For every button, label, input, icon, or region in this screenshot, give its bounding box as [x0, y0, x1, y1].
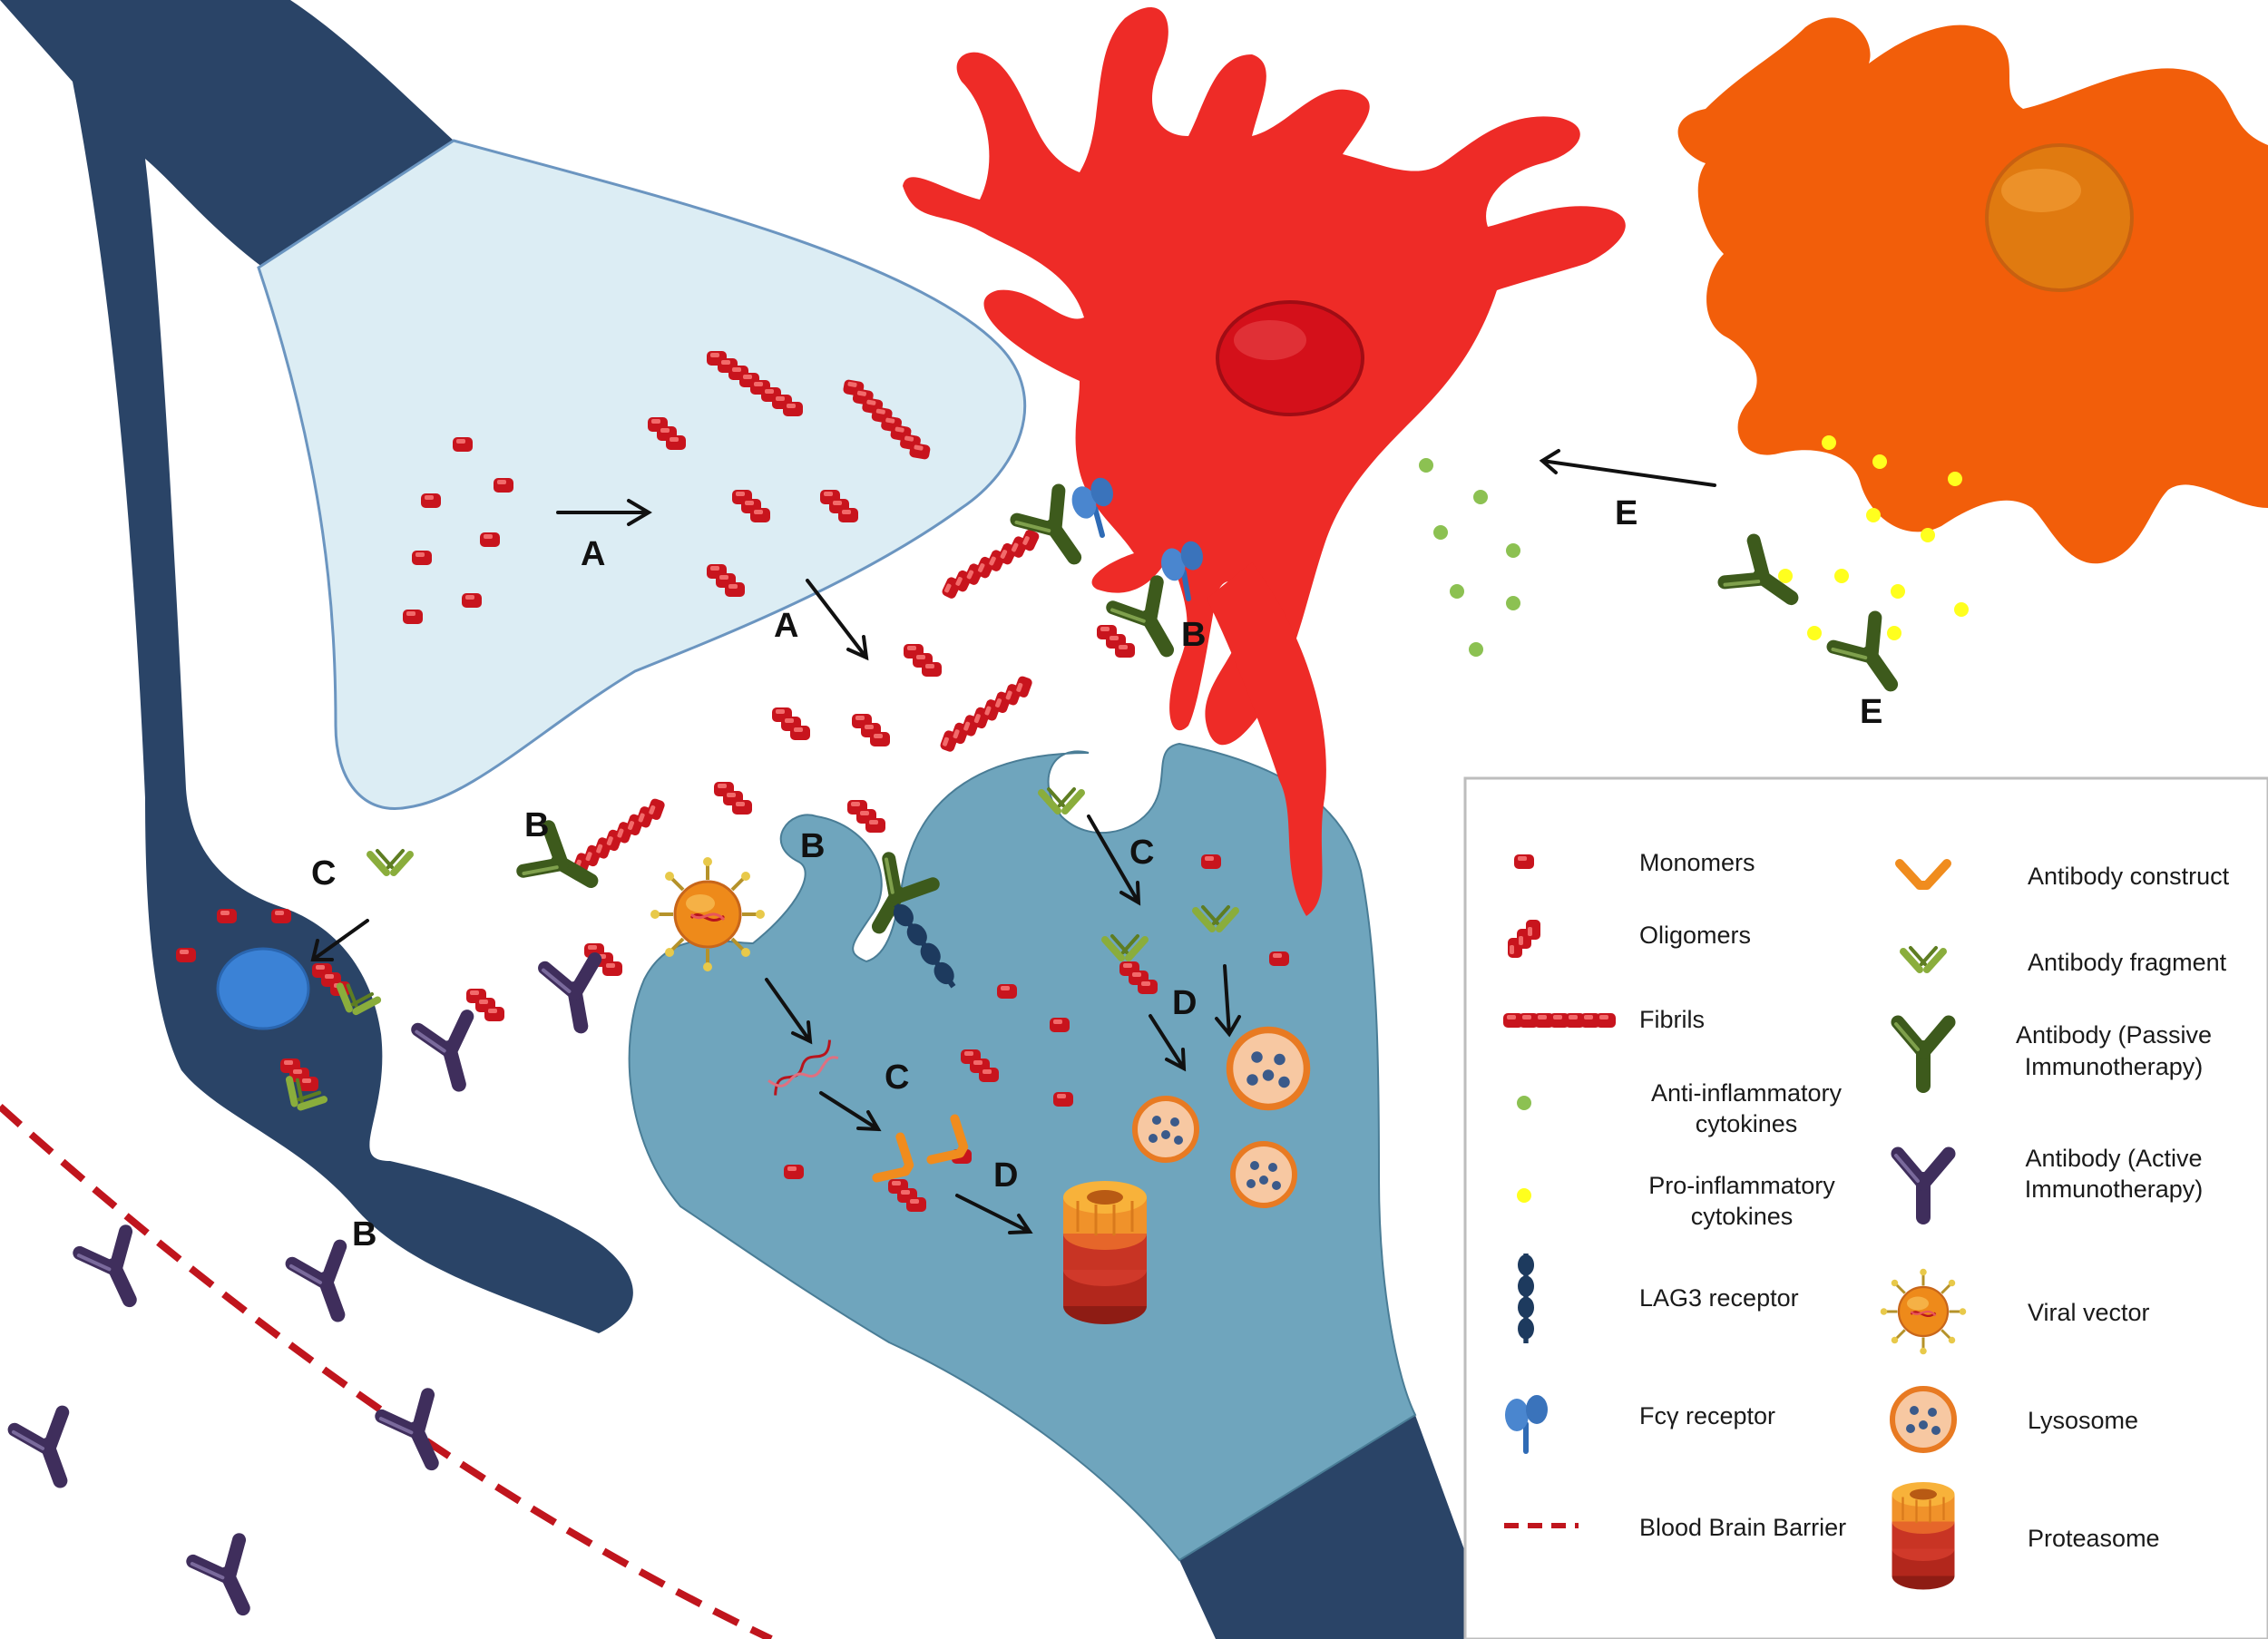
legend-fcy: Fcγ receptor [1639, 1402, 1775, 1429]
legend-lysosome: Lysosome [2028, 1407, 2138, 1434]
fibril [939, 658, 1033, 770]
monomer [462, 593, 482, 608]
legend-fragment: Antibody fragment [2028, 949, 2227, 976]
lysosome [1233, 1144, 1295, 1205]
legend-anti-inflammatory-swatch [1517, 1096, 1531, 1110]
monomer [271, 909, 291, 923]
anti-inflammatory-cytokines [1419, 458, 1520, 657]
legend-fibril-swatch [1503, 1013, 1616, 1028]
monomer [1050, 1018, 1070, 1032]
legend-pro-inflammatory-l1: Pro-inflammatory [1648, 1172, 1835, 1199]
monomer [453, 437, 473, 452]
legend-monomers: Monomers [1639, 849, 1755, 876]
pro-inflammatory-cytokines [1778, 435, 1969, 640]
legend-oligomers: Oligomers [1639, 922, 1751, 949]
nucleus-highlight [1234, 320, 1306, 360]
monomer [217, 909, 237, 923]
blood-brain-barrier [0, 1104, 773, 1639]
active-antibody [290, 1246, 361, 1324]
presynaptic-terminal [257, 139, 1027, 810]
monomer [480, 532, 500, 547]
proteasome [1061, 1179, 1149, 1326]
legend-anti-inflammatory-l1: Anti-inflammatory [1651, 1079, 1843, 1107]
active-antibody [13, 1412, 83, 1490]
legend-proteasome: Proteasome [2028, 1525, 2160, 1552]
presynaptic-axon [0, 0, 633, 1333]
oligomer [904, 644, 942, 677]
active-antibody [191, 1540, 266, 1620]
legend: Monomers Oligomers Fibrils Anti-inflamma… [1463, 776, 2268, 1639]
process-label: B [524, 806, 549, 844]
oligomer [1097, 625, 1135, 658]
legend-passive-l1: Antibody (Passive [2016, 1021, 2212, 1049]
process-label: C [1129, 834, 1154, 872]
oligomer [847, 800, 885, 833]
process-label: E [1615, 494, 1637, 532]
monomer [403, 610, 423, 624]
legend-proteasome-swatch [1891, 1480, 1956, 1591]
process-label: B [800, 827, 825, 865]
viral-vector [649, 855, 767, 973]
process-label: E [1860, 693, 1882, 731]
legend-viral-swatch [1879, 1267, 1968, 1356]
postsynaptic-spine [628, 742, 1417, 1562]
legend-fibrils: Fibrils [1639, 1006, 1705, 1033]
oligomer [714, 782, 752, 815]
process-label: C [885, 1059, 909, 1097]
legend-viral: Viral vector [2028, 1299, 2150, 1326]
process-label: B [1181, 616, 1206, 654]
legend-passive-l2: Immunotherapy) [2025, 1053, 2204, 1080]
legend-box [1463, 776, 2268, 1639]
microglia [1677, 17, 2268, 564]
legend-active-l2: Immunotherapy) [2025, 1176, 2204, 1203]
monomer [784, 1165, 804, 1179]
postsynaptic-dendrite [1179, 1415, 1497, 1639]
oligomer [852, 714, 890, 746]
monomer [1201, 854, 1221, 869]
legend-lysosome-swatch [1892, 1389, 1954, 1450]
legend-pro-inflammatory-swatch [1517, 1188, 1531, 1203]
monomer [997, 984, 1017, 999]
antibody-fragment [370, 851, 410, 873]
legend-anti-inflammatory-l2: cytokines [1696, 1110, 1798, 1137]
astrocyte-nucleus [1216, 300, 1364, 416]
active-antibody [416, 1017, 484, 1092]
monomer [1053, 1092, 1073, 1107]
process-label: B [352, 1215, 376, 1254]
active-antibody [543, 960, 606, 1031]
passive-antibody [1724, 541, 1806, 620]
lysosome [1135, 1098, 1197, 1160]
legend-bbb: Blood Brain Barrier [1639, 1514, 1846, 1541]
process-label: A [581, 535, 605, 573]
legend-construct: Antibody construct [2028, 863, 2230, 890]
monomer [1269, 951, 1289, 966]
legend-lag3: LAG3 receptor [1639, 1284, 1799, 1312]
astrocyte-process [1207, 562, 1326, 916]
process-label: D [1172, 984, 1197, 1022]
process-label: C [311, 854, 336, 893]
nucleus-highlight [2001, 169, 2081, 212]
process-arrows [310, 449, 1716, 1234]
oligomer [772, 707, 810, 740]
legend-active-l1: Antibody (Active [2025, 1145, 2202, 1172]
legend-monomer-swatch [1514, 854, 1534, 869]
active-antibody [380, 1395, 455, 1475]
monomer [421, 493, 441, 508]
active-antibody [78, 1232, 152, 1312]
monomer [494, 478, 513, 493]
monomer [412, 551, 432, 565]
lysosome [1230, 1030, 1307, 1107]
legend-pro-inflammatory-l2: cytokines [1691, 1203, 1794, 1230]
monomer [176, 948, 196, 962]
axon-vesicle [216, 947, 310, 1030]
process-label: A [774, 607, 798, 645]
microglia-nucleus [1985, 143, 2134, 292]
process-label: D [993, 1156, 1018, 1195]
